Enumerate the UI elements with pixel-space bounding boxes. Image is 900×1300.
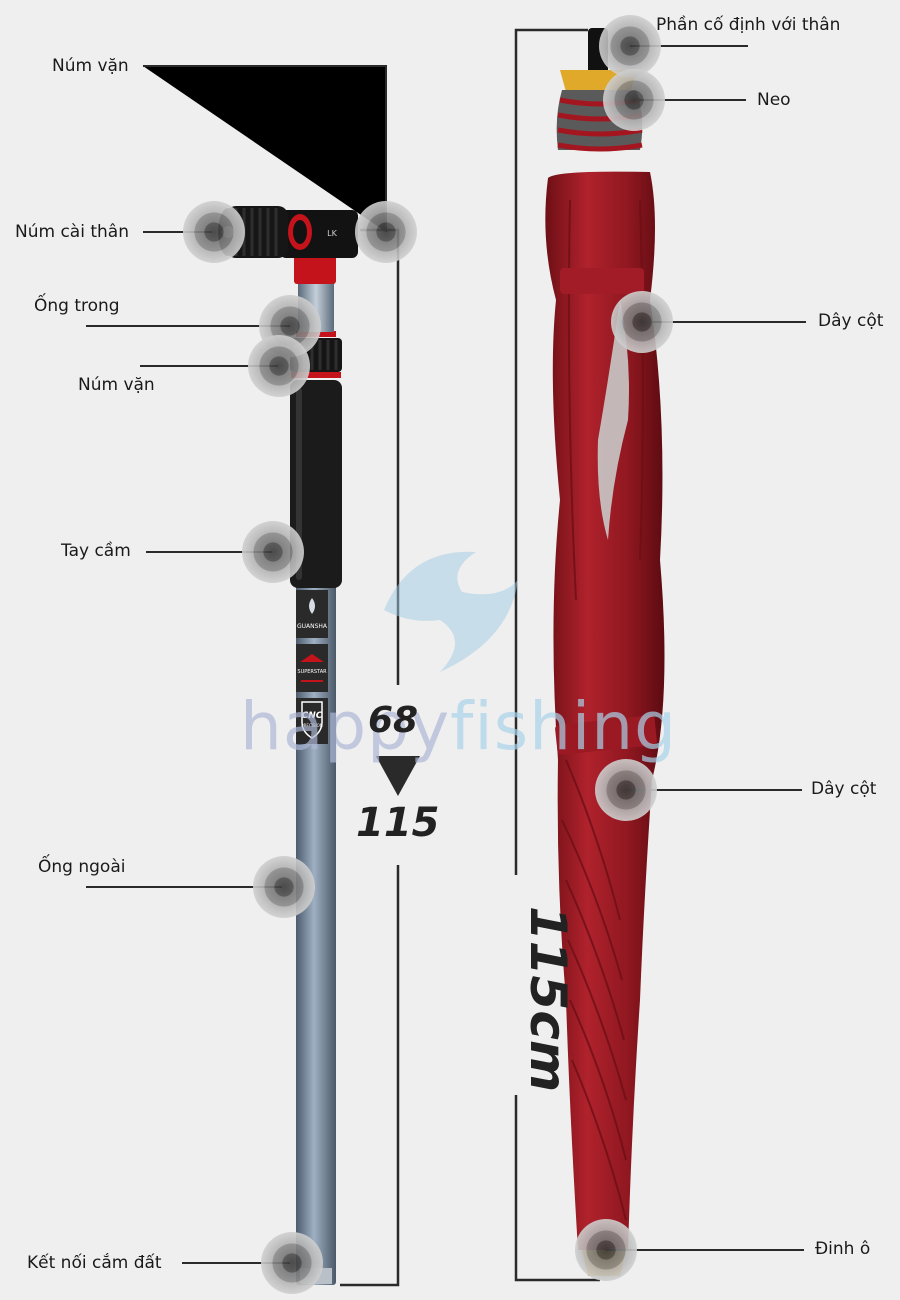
hotspot-ground-connector <box>261 1232 323 1294</box>
hotspot-body-fixing-part <box>599 15 661 77</box>
hotspot-knob-top <box>355 201 417 263</box>
label-knob-top: Núm vặn <box>52 56 129 76</box>
handle-grip <box>290 380 342 588</box>
hotspot-umbrella-tip <box>575 1219 637 1281</box>
t-head: LK <box>280 210 358 258</box>
min-length-label: 68 <box>368 700 419 741</box>
brand-label: GUANSHA <box>297 623 328 630</box>
leader-lines <box>86 45 806 1264</box>
label-body-clip-knob: Núm cài thân <box>15 222 129 242</box>
arrow-down-icon <box>376 756 420 796</box>
hotspot-body-clip-knob <box>183 201 245 263</box>
strap-lower <box>555 715 657 755</box>
outer-tube <box>296 585 336 1285</box>
label-anchor: Neo <box>757 90 791 110</box>
hotspot-handle <box>242 521 304 583</box>
label-strap-lower: Dây cột <box>811 779 877 799</box>
hotspot-outer-tube <box>253 856 315 918</box>
watermark-text: happyfishing <box>240 688 677 765</box>
superstar-label: SUPERSTAR <box>297 669 327 675</box>
label-knob-middle: Núm vặn <box>78 375 155 395</box>
brand-sticker: GUANSHA <box>296 590 328 638</box>
cnc-sticker: CNC PRECISION <box>296 698 328 744</box>
cnc-label: CNC <box>302 711 323 721</box>
max-length-label: 115 <box>356 800 440 846</box>
watermark-part-c: fishing <box>450 688 677 765</box>
hotspot-markers <box>183 15 673 1294</box>
svg-text:LK: LK <box>327 229 337 238</box>
watermark-part-a: hap <box>240 688 368 765</box>
label-strap-upper: Dây cột <box>818 311 884 331</box>
label-handle: Tay cầm <box>61 541 131 561</box>
watermark-fish-logo <box>384 551 518 672</box>
strap-upper <box>560 268 644 294</box>
hotspot-anchor <box>603 69 665 131</box>
label-outer-tube: Ống ngoài <box>38 857 126 877</box>
superstar-sticker: SUPERSTAR <box>296 644 328 692</box>
label-umbrella-tip: Đinh ô <box>815 1239 871 1259</box>
hotspot-strap-upper <box>611 291 673 353</box>
cnc-sub-label: PRECISION <box>301 723 323 728</box>
label-ground-connector: Kết nối cắm đất <box>27 1253 162 1273</box>
umbrella-length-label: 115cm <box>519 905 578 1093</box>
label-body-fixing-part: Phần cố định với thân <box>656 15 841 35</box>
length-bracket-umbrella <box>514 28 600 1282</box>
hotspot-strap-lower <box>595 759 657 821</box>
umbrella-canopy <box>545 171 665 1251</box>
watermark-part-b: py <box>367 688 451 765</box>
hotspot-knob-middle <box>248 335 310 397</box>
label-inner-tube: Ống trong <box>34 296 120 316</box>
